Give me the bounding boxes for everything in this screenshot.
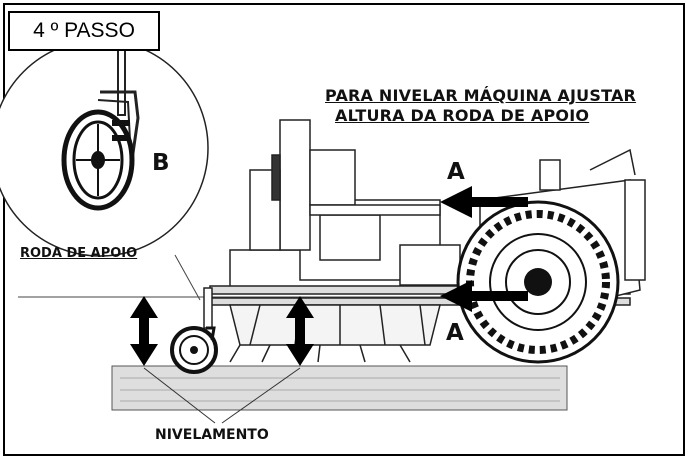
nivelamento-leaders — [143, 367, 301, 424]
machine-body — [203, 119, 631, 363]
ground-slab — [111, 365, 568, 411]
instruction-title-line1: PARA NIVELAR MÁQUINA AJUSTAR — [325, 86, 637, 105]
instruction-title-line2: ALTURA DA RODA DE APOIO — [335, 106, 590, 125]
point-a-top-label: A — [447, 159, 465, 185]
level-arrow-left — [130, 296, 158, 366]
support-wheel-label: RODA DE APOIO — [20, 246, 138, 261]
detail-wheel-icon — [61, 44, 140, 211]
detail-circle — [0, 39, 209, 257]
level-arrow-right — [286, 296, 314, 366]
leader-line — [174, 254, 201, 301]
point-b-label: B — [152, 150, 170, 176]
tractor-icon — [456, 148, 646, 364]
support-wheel-icon — [170, 326, 218, 374]
point-a-bottom-label: A — [446, 320, 464, 346]
arrow-a-bottom — [440, 280, 528, 312]
arrow-a-top — [440, 186, 528, 218]
leveling-label: NIVELAMENTO — [155, 427, 269, 443]
step-label: 4 º PASSO — [8, 11, 160, 51]
